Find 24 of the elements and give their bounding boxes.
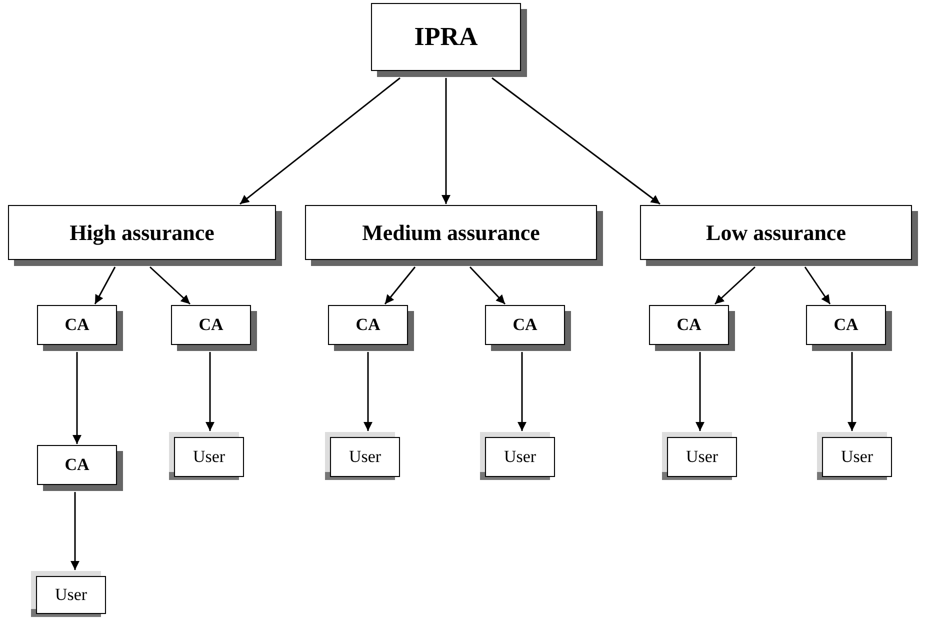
arrow xyxy=(384,266,416,304)
node-label: User xyxy=(840,447,874,467)
node-label: CA xyxy=(676,315,702,335)
arrow xyxy=(94,266,116,304)
arrow xyxy=(72,352,82,444)
node-label: CA xyxy=(198,315,224,335)
node-label: User xyxy=(192,447,226,467)
node-label: CA xyxy=(64,315,90,335)
node-label: CA xyxy=(64,455,90,475)
node-label: Medium assurance xyxy=(362,220,540,246)
node-label: CA xyxy=(356,315,380,335)
node-label: User xyxy=(504,447,536,467)
arrow xyxy=(469,266,506,305)
node-label: CA xyxy=(834,315,858,335)
node-label: CA xyxy=(512,315,538,335)
node-label: User xyxy=(348,447,382,467)
arrow xyxy=(714,266,756,305)
arrow xyxy=(804,266,831,304)
node-label: IPRA xyxy=(414,22,478,52)
node-label: User xyxy=(54,585,88,605)
node-label: High assurance xyxy=(70,220,214,246)
arrow xyxy=(150,266,190,305)
node-label: User xyxy=(686,447,718,467)
node-label: Low assurance xyxy=(706,220,846,246)
